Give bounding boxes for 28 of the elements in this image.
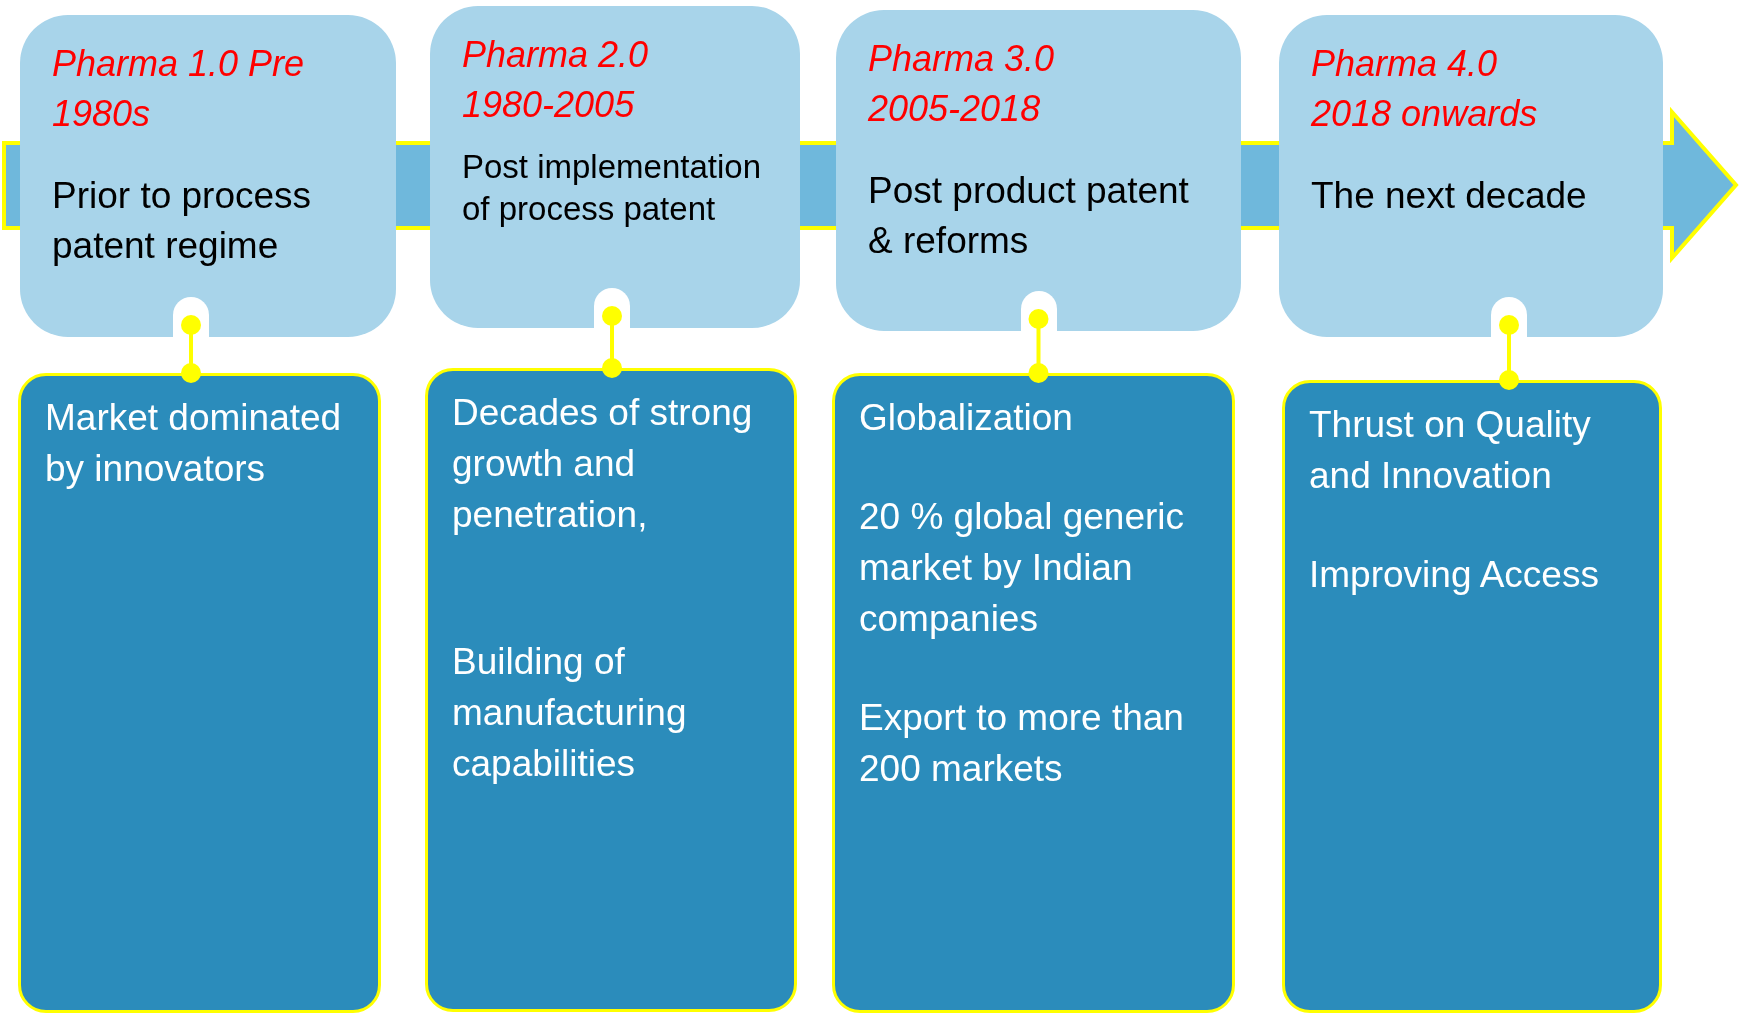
era-heading: Pharma 4.0 2018 onwards	[1311, 42, 1539, 136]
detail-text: Building of manufacturing capabilities	[452, 640, 688, 786]
era-box	[836, 10, 1241, 331]
era-heading: Pharma 1.0 Pre 1980s	[52, 42, 306, 136]
connector-line	[1028, 309, 1049, 383]
detail-box	[18, 373, 381, 1013]
detail-box	[1282, 380, 1662, 1013]
era-box	[20, 15, 396, 337]
detail-text: 20 % global generic market by Indian companies	[859, 495, 1185, 641]
detail-text: Decades of strong growth and penetration,	[452, 391, 754, 537]
era-box	[430, 6, 800, 328]
era-description: Post implementation of process patent	[462, 147, 762, 229]
era-box	[1279, 15, 1663, 337]
detail-box	[425, 368, 797, 1012]
connector-line	[1499, 315, 1519, 390]
era-description: Prior to process patent regime	[52, 174, 313, 268]
detail-text: Thrust on Quality and Innovation	[1309, 403, 1592, 498]
connector-line	[602, 306, 622, 378]
detail-text: Globalization	[859, 396, 1074, 440]
detail-box	[832, 373, 1235, 1013]
detail-text: Export to more than 200 markets	[859, 696, 1185, 791]
era-heading: Pharma 2.0 1980-2005	[462, 33, 650, 127]
era-heading: Pharma 3.0 2005-2018	[868, 37, 1056, 131]
era-description: Post product patent & reforms	[868, 169, 1190, 263]
connector-line	[181, 315, 201, 383]
detail-text: Market dominated by innovators	[45, 396, 343, 491]
era-description: The next decade	[1311, 174, 1588, 218]
detail-text: Improving Access	[1309, 553, 1600, 597]
